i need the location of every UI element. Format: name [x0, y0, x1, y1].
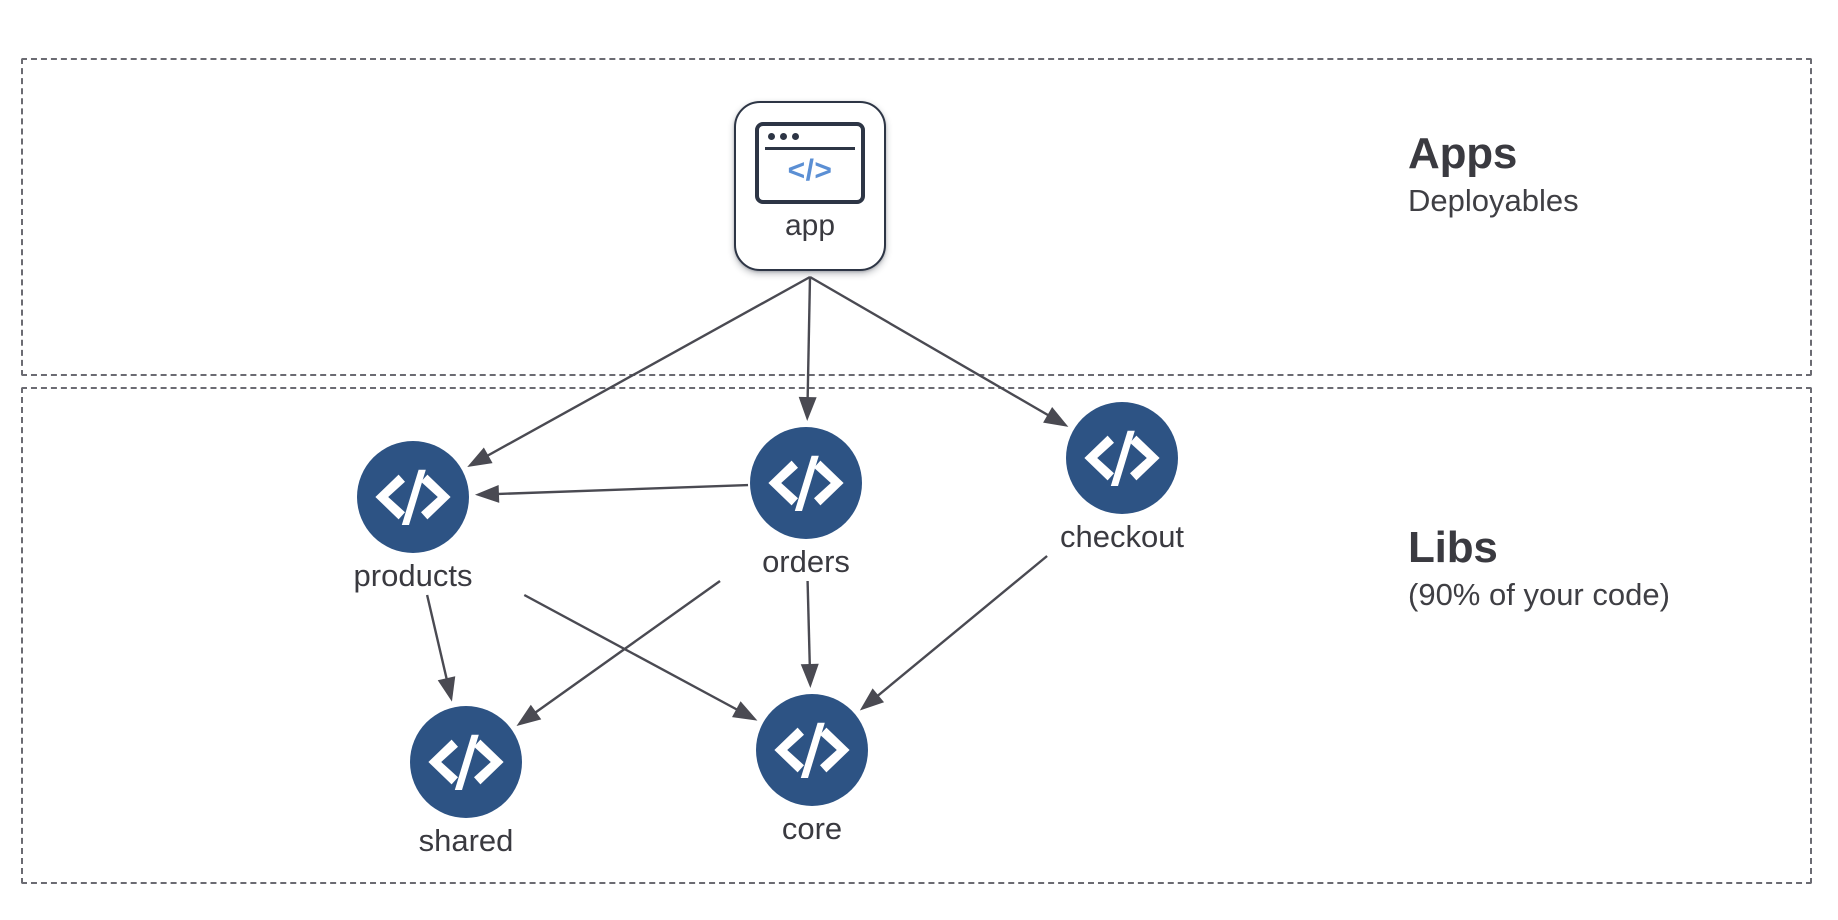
code-brackets-glyph: </> — [787, 154, 833, 187]
zone-libs-title: Libs — [1408, 523, 1498, 572]
code-brackets-icon — [410, 706, 522, 818]
zone-libs-caption: Libs (90% of your code) — [1408, 523, 1670, 614]
node-orders[interactable]: orders — [750, 427, 862, 579]
browser-dots-icon — [768, 133, 799, 140]
code-brackets-icon — [357, 441, 469, 553]
zone-apps-title: Apps — [1408, 129, 1518, 178]
code-brackets-icon — [1066, 402, 1178, 514]
code-brackets-icon — [750, 427, 862, 539]
node-checkout-label: checkout — [1059, 519, 1185, 554]
node-checkout[interactable]: checkout — [1060, 402, 1184, 554]
zone-apps-subtitle: Deployables — [1408, 182, 1579, 218]
zone-apps-caption: Apps Deployables — [1408, 129, 1579, 220]
node-core[interactable]: core — [756, 694, 868, 846]
node-shared[interactable]: shared — [410, 706, 522, 858]
zone-libs — [21, 387, 1812, 884]
browser-window-code-icon: </> — [755, 122, 865, 204]
node-products-label: products — [353, 558, 473, 593]
node-app[interactable]: </> app — [734, 101, 886, 271]
code-brackets-icon — [756, 694, 868, 806]
node-shared-label: shared — [418, 823, 514, 858]
zone-libs-subtitle: (90% of your code) — [1408, 576, 1670, 612]
node-app-label: app — [784, 209, 836, 242]
browser-titlebar-rule — [765, 147, 855, 150]
node-core-label: core — [781, 811, 843, 846]
node-orders-label: orders — [762, 544, 850, 579]
node-products[interactable]: products — [354, 441, 472, 593]
